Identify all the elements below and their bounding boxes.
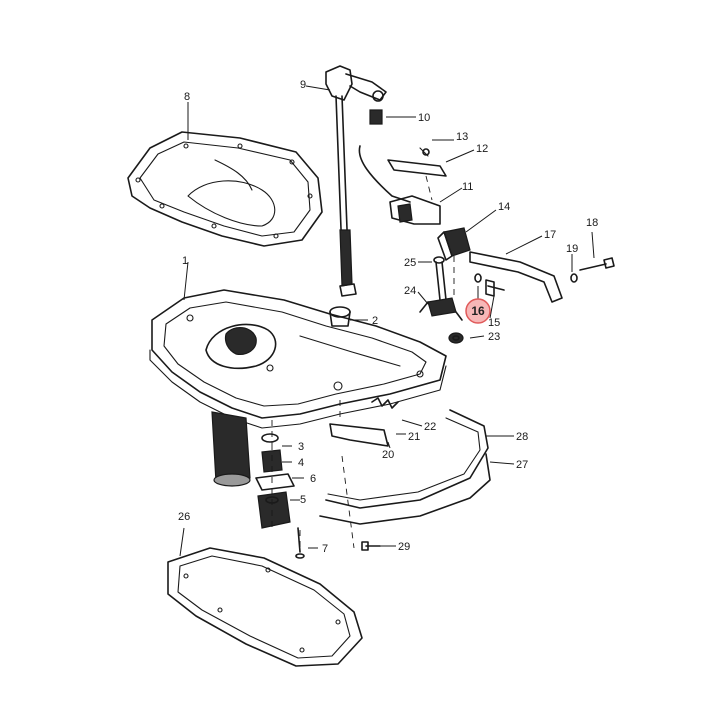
part-seal-27 <box>319 453 491 525</box>
part-screw-18 <box>570 257 615 283</box>
part-exhaust-tube <box>211 411 251 487</box>
part-bolt-15 <box>474 273 505 297</box>
part-plate-6 <box>255 473 295 491</box>
callout-11: 11 <box>462 181 473 193</box>
callout-28: 28 <box>516 431 528 443</box>
callout-22: 22 <box>424 421 436 433</box>
callout-26: 26 <box>178 511 190 523</box>
callout-25: 25 <box>404 257 416 269</box>
callout-14: 14 <box>498 201 510 213</box>
part-clip <box>387 147 447 177</box>
part-spring-22 <box>371 397 399 409</box>
part-bracket-20 <box>329 423 389 447</box>
callout-4: 4 <box>298 457 304 469</box>
part-clamp-24 <box>419 297 463 321</box>
callout-1: 1 <box>182 255 188 267</box>
leader-lines <box>179 85 595 557</box>
part-screw-29 <box>361 541 381 551</box>
part-link-bar <box>469 251 563 303</box>
part-nut-23 <box>448 332 464 344</box>
part-washer-3 <box>261 433 279 443</box>
callout-20: 20 <box>382 449 394 461</box>
callout-6: 6 <box>310 473 316 485</box>
callout-5: 5 <box>300 494 306 506</box>
callout-21: 21 <box>408 431 420 443</box>
callout-7: 7 <box>322 543 328 555</box>
part-gasket-top <box>127 131 323 247</box>
part-screw-7 <box>295 527 305 559</box>
callout-9: 9 <box>300 79 306 91</box>
callout-labels: 1 2 3 4 5 6 7 8 9 10 11 12 13 14 15 17 1… <box>178 79 598 555</box>
callout-2: 2 <box>372 315 378 327</box>
alignment-lines <box>271 175 455 549</box>
callout-15: 15 <box>488 317 500 329</box>
callout-19: 19 <box>566 243 578 255</box>
callout-27: 27 <box>516 459 528 471</box>
callout-17: 17 <box>544 229 556 241</box>
part-bolt-25 <box>433 256 447 301</box>
part-adapter-plate <box>149 289 447 429</box>
part-throttle-lever <box>358 145 441 225</box>
part-gasket-bottom <box>167 547 363 667</box>
callout-8: 8 <box>184 91 190 103</box>
highlighted-callout-16[interactable]: 16 <box>465 286 491 324</box>
part-mount-5 <box>257 491 291 529</box>
part-seal-28 <box>325 409 489 509</box>
callout-24: 24 <box>404 285 416 297</box>
callout-3: 3 <box>298 441 304 453</box>
callout-13: 13 <box>456 131 468 143</box>
part-sleeve <box>369 109 383 125</box>
callout-12: 12 <box>476 143 488 155</box>
part-bushing-2 <box>329 306 351 327</box>
callout-10: 10 <box>418 112 430 124</box>
callout-18: 18 <box>586 217 598 229</box>
callout-29: 29 <box>398 541 410 553</box>
callout-16: 16 <box>471 304 485 318</box>
part-block <box>437 227 471 261</box>
part-shift-rod <box>325 65 387 297</box>
callout-23: 23 <box>488 331 500 343</box>
highlight-circle <box>465 298 491 324</box>
